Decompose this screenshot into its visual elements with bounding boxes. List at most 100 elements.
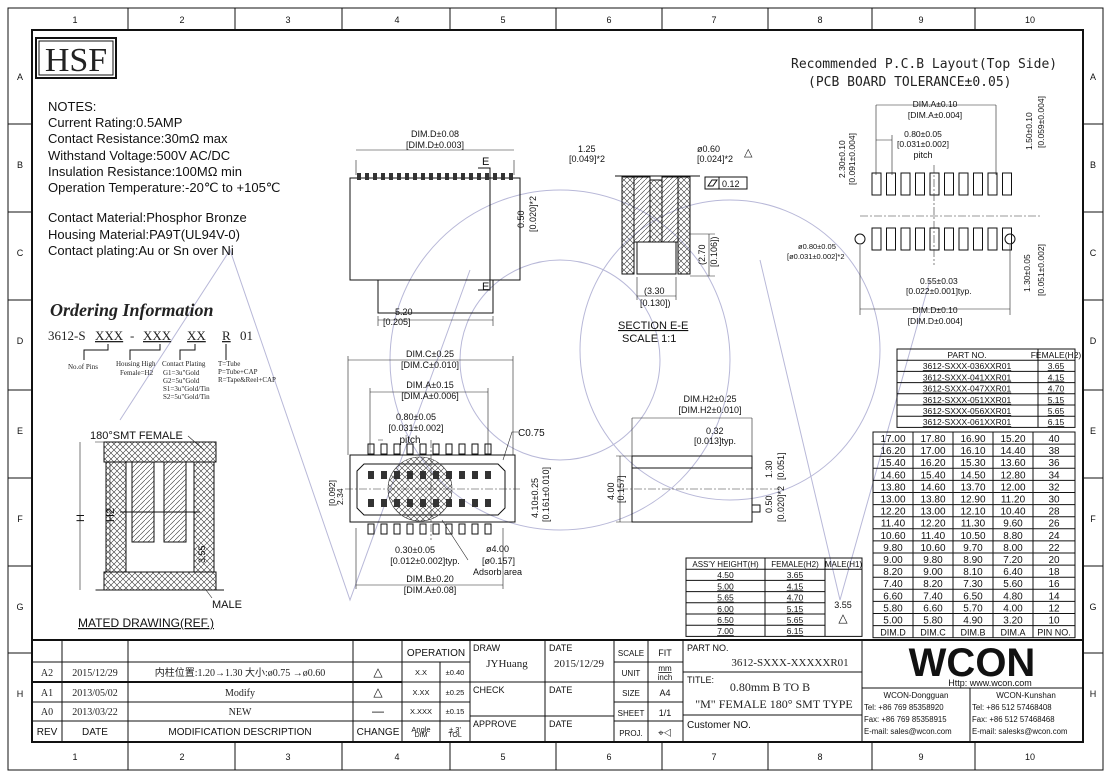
- table-cell: 16: [1048, 579, 1060, 590]
- dim-label: ø0.80±0.05: [798, 242, 836, 251]
- grid-column-label: 5: [500, 15, 505, 25]
- table-cell: 13.70: [960, 482, 985, 493]
- note-line: Contact plating:Au or Sn over Ni: [48, 243, 234, 258]
- office-name: WCON-Dongguan: [884, 691, 949, 700]
- label-housing-sub: Female=H2: [120, 369, 154, 377]
- section-marker: E: [482, 156, 489, 168]
- tol-dim: Angle: [411, 725, 430, 734]
- dim-label: DIM.H2±0.25: [684, 394, 737, 404]
- ordering-information: Ordering Information 3612-S XXX - XXX XX…: [48, 300, 276, 401]
- table-cell: 7.40: [883, 579, 903, 590]
- dim-label: [ø0.031±0.002]*2: [787, 252, 845, 261]
- grid-column-label: 9: [918, 15, 923, 25]
- male-height-value: 3.55: [834, 600, 852, 610]
- plating-option: G1=3u"Gold: [163, 369, 200, 377]
- table-cell: 20: [1048, 555, 1060, 566]
- table-cell: 26: [1048, 519, 1060, 530]
- table-cell: 15.20: [1000, 434, 1025, 445]
- table-cell: 3.20: [1003, 616, 1023, 627]
- grid-row-label: C: [17, 248, 24, 258]
- unit-inch: inch: [658, 673, 673, 682]
- unit-label: UNIT: [622, 669, 641, 678]
- note-line: Contact Material:Phosphor Bronze: [48, 210, 247, 225]
- table-cell: 13.60: [1000, 458, 1025, 469]
- note-line: Housing Material:PA9T(UL94V-0): [48, 227, 240, 242]
- table-cell: 13.00: [920, 507, 945, 518]
- grid-column-label: 3: [285, 752, 290, 762]
- office-email: E-mail: sales@wcon.com: [864, 727, 952, 736]
- tol-footer: DIM: [415, 732, 428, 739]
- tol-dim: X.X: [415, 668, 427, 677]
- dim-label: [0.051]: [776, 452, 786, 480]
- table-cell: 10.50: [960, 531, 985, 542]
- table-cell: 16.10: [960, 446, 985, 457]
- draw-label: DRAW: [473, 643, 501, 653]
- table-cell: 9.80: [923, 555, 943, 566]
- table-cell: 16.90: [960, 434, 985, 445]
- dim-label: [DIM.A±0.004]: [908, 110, 962, 120]
- dim-label: 1.25: [578, 144, 596, 154]
- grid-column-label: 1: [72, 752, 77, 762]
- dim-label: ø0.60: [697, 144, 720, 154]
- draw-date: 2015/12/29: [554, 658, 605, 670]
- table-cell: 9.00: [883, 555, 903, 566]
- dim-label: [0.059±0.004]: [1036, 96, 1046, 148]
- approve-date-label: DATE: [549, 719, 572, 729]
- dim-label: [0.092]: [327, 480, 337, 506]
- table-cell: 11.30: [961, 519, 986, 530]
- table-cell: 11.20: [1001, 495, 1026, 506]
- grid-column-label: 5: [500, 752, 505, 762]
- table-cell: 4.00: [1003, 603, 1023, 614]
- dim-label: DIM.A±0.15: [406, 380, 453, 390]
- grid-column-label: 10: [1025, 752, 1035, 762]
- check-date-label: DATE: [549, 685, 572, 695]
- title-label: TITLE:: [687, 675, 714, 685]
- grid-column-label: 8: [817, 15, 822, 25]
- code-plating: XX: [187, 328, 206, 343]
- company-url: Http: www.wcon.com: [948, 678, 1032, 688]
- dim-label: H: [75, 514, 87, 522]
- front-view: DIM.H2±0.25 [DIM.H2±0.010] 0.32 [0.013]t…: [606, 394, 786, 523]
- grid-column-label: 6: [606, 15, 611, 25]
- pcb-layout: Recommended P.C.B Layout(Top Side) (PCB …: [787, 57, 1057, 326]
- wcon-logo: WCON: [909, 641, 1036, 685]
- dim-label: [0.022±0.001]typ.: [906, 286, 972, 296]
- table-header: ASS'Y HEIGHT(H): [692, 560, 759, 569]
- table-header: DIM.A: [1000, 628, 1025, 638]
- dim-label: 5.20: [395, 307, 413, 317]
- table-cell: 5.00: [717, 581, 734, 591]
- table-cell: 10.60: [920, 543, 945, 554]
- dim-label: 0.55±0.03: [920, 276, 958, 286]
- revision-triangle-icon: △: [744, 147, 753, 159]
- table-cell: 12.80: [1000, 470, 1025, 481]
- table-cell: 6.00: [717, 604, 734, 614]
- table-cell: 36: [1048, 458, 1060, 469]
- table-cell: 14: [1048, 591, 1060, 602]
- dim-label: [0.091±0.004]: [847, 133, 857, 185]
- table-header: PIN NO.: [1037, 628, 1071, 638]
- table-cell: 3612-SXXX-036XXR01: [923, 361, 1012, 371]
- rev-date: 2015/12/29: [72, 668, 118, 679]
- table-cell: 5.80: [923, 616, 943, 627]
- table-cell: 5.60: [1003, 579, 1023, 590]
- dim-label: [0.157]: [616, 475, 626, 503]
- dim-label: [0.161±0.010]: [541, 467, 551, 522]
- dim-label: 0.80±0.05: [396, 412, 436, 422]
- code-dash: -: [130, 328, 134, 343]
- male-label: MALE: [212, 599, 242, 611]
- table-cell: 13.80: [880, 482, 905, 493]
- check-label: CHECK: [473, 685, 505, 695]
- table-cell: 15.40: [920, 470, 945, 481]
- dim-label: [0.020]*2: [528, 196, 538, 232]
- table-header: DIM.C: [920, 628, 946, 638]
- approve-label: APPROVE: [473, 719, 517, 729]
- grid-row-label: E: [17, 426, 23, 436]
- dim-label: (2.70: [697, 244, 707, 265]
- scale-value: FIT: [658, 648, 672, 658]
- dim-label: 4.10±0.25: [530, 478, 540, 518]
- note-line: Insulation Resistance:100MΩ min: [48, 164, 242, 179]
- plating-option: S1=3u"Gold/Tin: [163, 385, 210, 393]
